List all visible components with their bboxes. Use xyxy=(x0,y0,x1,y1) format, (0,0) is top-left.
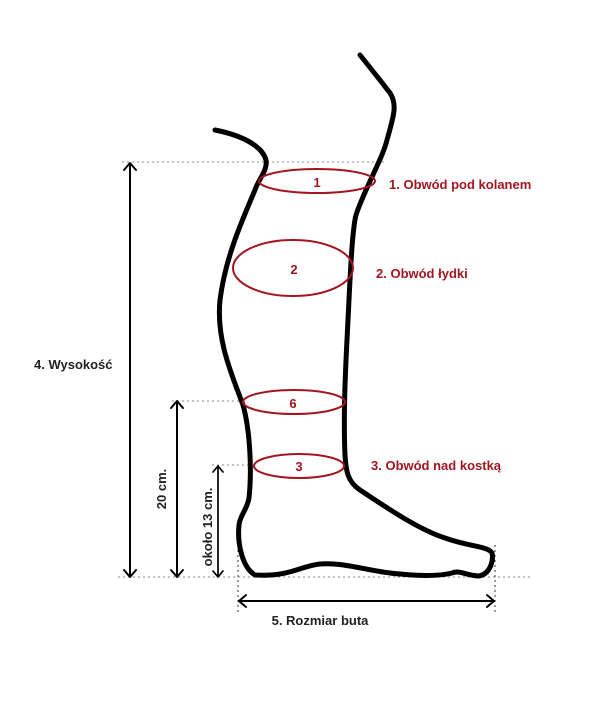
ellipse-1 xyxy=(258,168,376,194)
twenty-cm-arrow xyxy=(170,400,184,578)
ellipse-number-1: 1 xyxy=(313,175,320,190)
height-arrow xyxy=(123,162,137,578)
label-shoe-size: 5. Rozmiar buta xyxy=(272,613,370,628)
measurement-ellipses xyxy=(232,168,376,479)
leg-outline xyxy=(212,52,495,579)
label-calf: 2. Obwód łydki xyxy=(376,266,468,281)
ellipse-number-2: 2 xyxy=(290,262,297,277)
label-above-ankle: 3. Obwód nad kostką xyxy=(371,458,502,473)
label-below-knee: 1. Obwód pod kolanem xyxy=(389,177,531,192)
shoe-size-arrow xyxy=(238,594,495,608)
label-height: 4. Wysokość xyxy=(34,357,113,372)
thirteen-cm-arrow xyxy=(212,465,224,578)
ellipse-3 xyxy=(253,453,345,479)
ellipse-number-3: 3 xyxy=(295,459,302,474)
ellipse-6 xyxy=(242,389,346,415)
ellipse-2 xyxy=(232,239,354,297)
guide-lines xyxy=(118,161,530,615)
label-13cm: około 13 cm. xyxy=(200,488,215,567)
label-20cm: 20 cm. xyxy=(154,469,169,509)
ellipse-number-6: 6 xyxy=(289,396,296,411)
